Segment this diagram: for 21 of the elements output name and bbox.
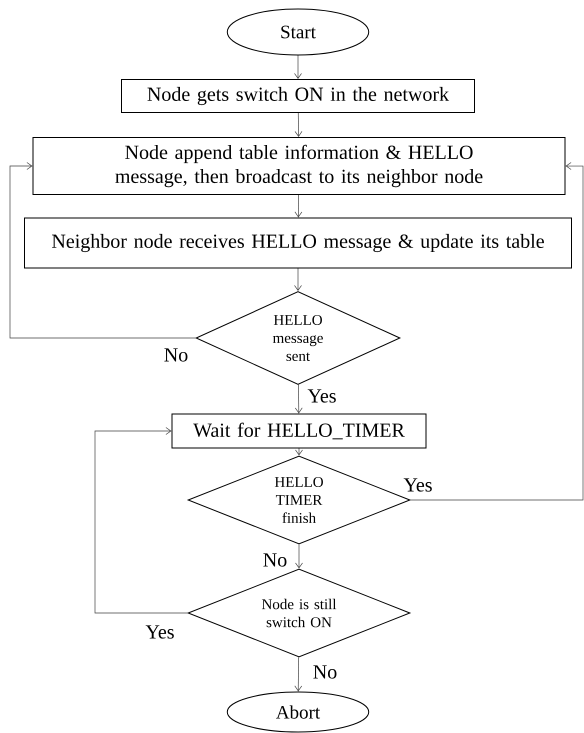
- arrow: [94, 427, 188, 614]
- edge-label: Yes: [404, 478, 432, 492]
- process-box: Wait for HELLO_TIMER: [172, 414, 426, 448]
- process-box: Node gets switch ON in the network: [121, 79, 475, 113]
- arrow: [294, 268, 302, 291]
- process-box: Node append table information & HELLO message, then broadcast to its neighbor node: [32, 137, 566, 195]
- arrow: [294, 194, 302, 218]
- arrow: [294, 112, 302, 137]
- arrow: [294, 656, 302, 692]
- arrow: [294, 384, 303, 414]
- arrow: [295, 544, 303, 568]
- process-box: Neighbor node receives HELLO message & update its table: [24, 218, 572, 268]
- arrow: [294, 55, 302, 79]
- edge-label: No: [313, 665, 336, 679]
- arrow: [10, 162, 196, 338]
- edge-label: No: [263, 553, 286, 567]
- edge-label: No: [164, 348, 188, 362]
- arrow: [410, 162, 584, 500]
- edge-label: Yes: [146, 625, 174, 639]
- arrow: [295, 448, 303, 456]
- edge-label: Yes: [308, 389, 336, 403]
